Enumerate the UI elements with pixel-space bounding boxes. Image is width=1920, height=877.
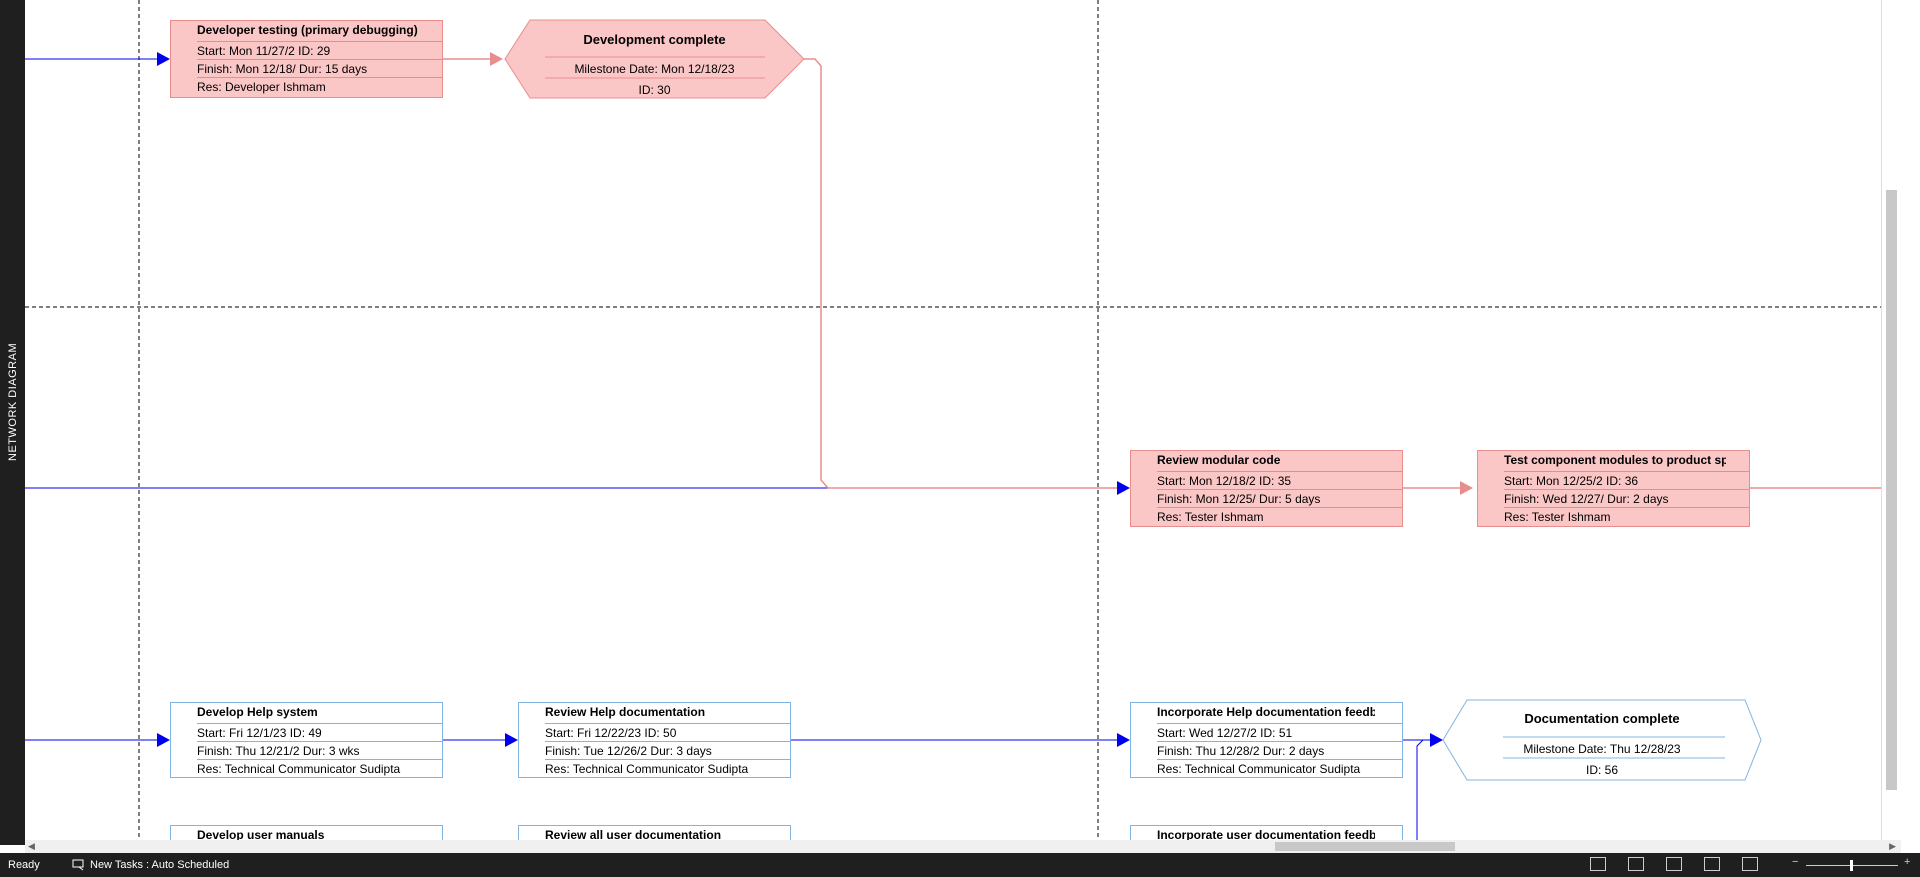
milestone-id: ID: 30 [638,83,671,97]
horizontal-scroll-thumb[interactable] [1275,842,1455,851]
task-title: Incorporate Help documentation feedba [1157,705,1375,719]
task-finish: Finish: Mon 12/18/ Dur: 15 days [197,62,368,76]
network-diagram-sidebar: NETWORK DIAGRAM [0,0,25,845]
task-node-50[interactable]: Review Help documentation Start: Fri 12/… [518,702,791,778]
arrow-in-49 [157,733,170,747]
task-node-51[interactable]: Incorporate Help documentation feedba St… [1130,702,1403,778]
task-res: Res: Technical Communicator Sudipta [197,762,401,776]
milestone-title: Documentation complete [1524,711,1680,726]
arrow-in-29 [157,52,170,66]
task-title: Developer testing (primary debugging) [197,23,418,37]
task-start: Start: Fri 12/1/23 ID: 49 [197,726,322,740]
zoom-knob[interactable] [1850,860,1853,871]
new-tasks-mode[interactable]: New Tasks : Auto Scheduled [72,859,229,871]
task-start: Start: Fri 12/22/23 ID: 50 [545,726,677,740]
task-start: Start: Mon 11/27/2 ID: 29 [197,44,331,58]
vertical-scroll-thumb[interactable] [1886,190,1897,790]
milestone-date: Milestone Date: Thu 12/28/23 [1523,742,1681,756]
arrow-35-36 [1460,481,1473,495]
task-node-incorporate-user-docs[interactable]: Incorporate user documentation feedba [1130,825,1403,840]
link-lines [25,0,1901,840]
network-diagram-canvas[interactable]: Developer testing (primary debugging) St… [25,0,1901,840]
arrow-51-56 [1430,733,1443,747]
task-mode-icon [72,859,84,871]
zoom-slider[interactable]: − + [1790,856,1915,872]
scroll-right-icon[interactable]: ▶ [1889,841,1896,851]
task-res: Res: Technical Communicator Sudipta [1157,762,1361,776]
task-res: Res: Developer Ishmam [197,80,326,94]
task-finish: Finish: Wed 12/27/ Dur: 2 days [1504,492,1669,506]
milestone-node-30[interactable]: Development complete Milestone Date: Mon… [505,20,804,98]
task-finish: Finish: Tue 12/26/2 Dur: 3 days [545,744,712,758]
arrow-50-51 [1117,733,1130,747]
milestone-node-56[interactable]: Documentation complete Milestone Date: T… [1443,700,1761,780]
arrow-in-35 [1117,481,1130,495]
task-finish: Finish: Mon 12/25/ Dur: 5 days [1157,492,1321,506]
report-view-icon[interactable] [1742,857,1758,871]
task-finish: Finish: Thu 12/28/2 Dur: 2 days [1157,744,1325,758]
task-title: Review modular code [1157,453,1281,467]
task-node-35[interactable]: Review modular code Start: Mon 12/18/2 I… [1130,450,1403,527]
zoom-in-icon[interactable]: + [1904,856,1911,868]
task-title: Test component modules to product spe [1504,453,1726,467]
gantt-view-icon[interactable] [1590,857,1606,871]
milestone-id: ID: 56 [1585,763,1618,777]
task-res: Res: Technical Communicator Sudipta [545,762,749,776]
view-shortcuts [1590,857,1758,871]
task-node-user-manuals[interactable]: Develop user manuals [170,825,443,840]
task-start: Start: Mon 12/25/2 ID: 36 [1504,474,1639,488]
task-node-review-user-docs[interactable]: Review all user documentation [518,825,791,840]
arrow-49-50 [505,733,518,747]
task-finish: Finish: Thu 12/21/2 Dur: 3 wks [197,744,360,758]
link-51-down [1416,739,1424,840]
network-diagram-view-icon[interactable] [1666,857,1682,871]
task-title: Review Help documentation [545,705,706,719]
arrow-29-30 [490,52,503,66]
task-node-29[interactable]: Developer testing (primary debugging) St… [170,20,443,98]
vertical-scrollbar[interactable] [1881,0,1901,840]
view-label: NETWORK DIAGRAM [7,342,19,461]
status-bar: Ready New Tasks : Auto Scheduled − + [0,853,1920,877]
task-title: Incorporate user documentation feedba [1157,828,1375,840]
milestone-date: Milestone Date: Mon 12/18/23 [574,62,735,76]
milestone-title: Development complete [583,32,726,47]
task-title: Develop user manuals [197,828,325,840]
task-usage-view-icon[interactable] [1628,857,1644,871]
task-title: Develop Help system [197,705,318,719]
resource-sheet-view-icon[interactable] [1704,857,1720,871]
task-title: Review all user documentation [545,828,722,840]
task-node-49[interactable]: Develop Help system Start: Fri 12/1/23 I… [170,702,443,778]
task-start: Start: Wed 12/27/2 ID: 51 [1157,726,1293,740]
milestone-56-shape [1442,699,1762,781]
task-node-36[interactable]: Test component modules to product spe St… [1477,450,1750,527]
task-start: Start: Mon 12/18/2 ID: 35 [1157,474,1292,488]
task-res: Res: Tester Ishmam [1504,510,1611,524]
status-ready: Ready [8,859,40,871]
link-30-35 [804,58,1117,489]
scroll-left-icon[interactable]: ◀ [28,841,35,851]
new-tasks-label: New Tasks : Auto Scheduled [90,859,230,871]
horizontal-scrollbar[interactable]: ◀ ▶ [25,840,1901,853]
zoom-out-icon[interactable]: − [1792,856,1799,868]
task-res: Res: Tester Ishmam [1157,510,1264,524]
